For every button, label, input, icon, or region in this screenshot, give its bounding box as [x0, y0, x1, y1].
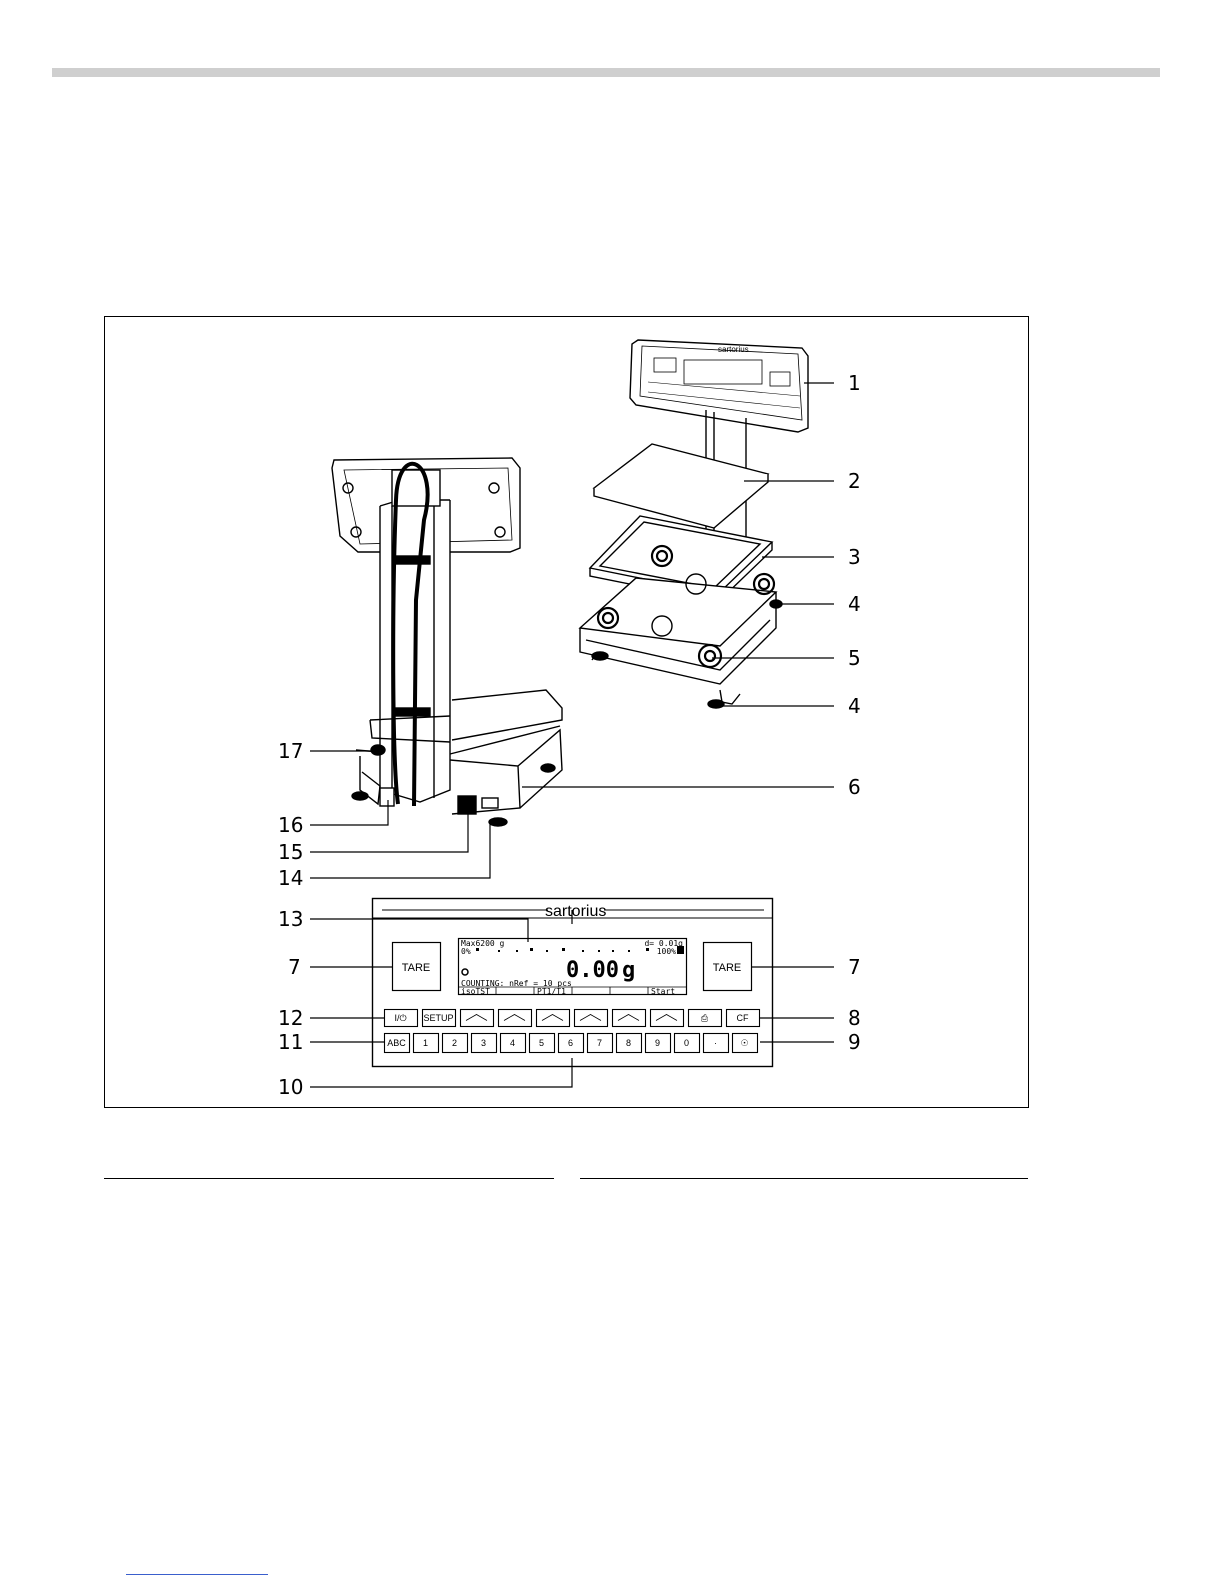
- panel-key[interactable]: [575, 1010, 608, 1027]
- lcd-unit: g: [622, 958, 635, 983]
- panel-key-frame: [537, 1010, 570, 1027]
- callout-5: 5: [848, 646, 861, 670]
- panel-key-label: I/⏻: [394, 1013, 406, 1023]
- panel-key[interactable]: 2: [443, 1034, 468, 1053]
- callout-3: 3: [848, 545, 861, 569]
- exploded-scale: sartorius: [580, 340, 808, 708]
- callout-12: 12: [278, 1006, 303, 1030]
- callout-9: 9: [848, 1030, 861, 1054]
- panel-key[interactable]: 3: [472, 1034, 497, 1053]
- rear-view-scale: [332, 458, 562, 826]
- panel-key[interactable]: [499, 1010, 532, 1027]
- callout-7-right: 7: [848, 955, 861, 979]
- panel-key-label: ⎙: [701, 1013, 709, 1023]
- panel-key-label: 3: [481, 1038, 486, 1048]
- panel-key-label: 0: [684, 1038, 689, 1048]
- callout-7-left: 7: [288, 955, 301, 979]
- tare-label-left: TARE: [402, 962, 431, 974]
- panel-key-frame: [499, 1010, 532, 1027]
- panel-key-label: 7: [597, 1038, 602, 1048]
- callout-16: 16: [278, 813, 303, 837]
- callout-13: 13: [278, 907, 303, 931]
- panel-key-label: 4: [510, 1038, 515, 1048]
- panel-key[interactable]: ☉: [733, 1034, 758, 1053]
- panel-key[interactable]: ·: [704, 1034, 729, 1053]
- svg-text:sartorius: sartorius: [718, 345, 749, 354]
- panel-key[interactable]: ABC: [385, 1034, 410, 1053]
- footer-rule-right: [580, 1178, 1028, 1179]
- panel-key[interactable]: 9: [646, 1034, 671, 1053]
- callout-6: 6: [848, 775, 861, 799]
- panel-key-label: 2: [452, 1038, 457, 1048]
- lcd-reading: 0.00: [566, 958, 619, 983]
- panel-key[interactable]: SETUP: [423, 1010, 456, 1027]
- panel-key[interactable]: [613, 1010, 646, 1027]
- lcd-softkey-label: PT1/T1: [537, 987, 566, 996]
- panel-brand: sartorius: [545, 903, 606, 920]
- tare-label-right: TARE: [713, 962, 742, 974]
- panel-key[interactable]: 1: [414, 1034, 439, 1053]
- callout-1: 1: [848, 371, 861, 395]
- callout-14: 14: [278, 866, 303, 890]
- panel-key[interactable]: 0: [675, 1034, 700, 1053]
- callout-4b: 4: [848, 694, 861, 718]
- panel-key-frame: [651, 1010, 684, 1027]
- panel-key-label: CF: [737, 1013, 749, 1023]
- panel-key-label: ABC: [387, 1038, 406, 1048]
- panel-key[interactable]: 5: [530, 1034, 555, 1053]
- panel-key-label: SETUP: [423, 1013, 453, 1023]
- panel-key[interactable]: [537, 1010, 570, 1027]
- panel-key[interactable]: I/⏻: [385, 1010, 418, 1027]
- panel-key-frame: [461, 1010, 494, 1027]
- lcd-bar-left: 0%: [461, 947, 471, 956]
- panel-key[interactable]: 6: [559, 1034, 584, 1053]
- panel-key[interactable]: [651, 1010, 684, 1027]
- footer-rule-left: [104, 1178, 554, 1179]
- callout-11: 11: [278, 1030, 303, 1054]
- panel-key-frame: [613, 1010, 646, 1027]
- panel-key-label: ·: [714, 1038, 717, 1048]
- panel-key-label: 6: [568, 1038, 573, 1048]
- lcd-softkey-label: Start: [651, 987, 675, 996]
- callout-8: 8: [848, 1006, 861, 1030]
- panel-key[interactable]: [461, 1010, 494, 1027]
- callout-10: 10: [278, 1075, 303, 1099]
- callout-17: 17: [278, 739, 303, 763]
- panel-key[interactable]: ⎙: [689, 1010, 722, 1027]
- panel-key-label: 8: [626, 1038, 631, 1048]
- lcd-softkey-label: isoTST: [461, 987, 490, 996]
- callout-15: 15: [278, 840, 303, 864]
- panel-key-label: 9: [655, 1038, 660, 1048]
- panel-key[interactable]: 8: [617, 1034, 642, 1053]
- panel-key-frame: [575, 1010, 608, 1027]
- callout-2: 2: [848, 469, 861, 493]
- panel-key-label: 5: [539, 1038, 544, 1048]
- panel-key-label: ☉: [740, 1038, 748, 1048]
- footer-link-underline: [126, 1574, 268, 1575]
- panel-key[interactable]: 7: [588, 1034, 613, 1053]
- panel-key[interactable]: 4: [501, 1034, 526, 1053]
- lcd-bar-right: 100%: [657, 947, 676, 956]
- panel-key[interactable]: CF: [727, 1010, 760, 1027]
- callout-4a: 4: [848, 592, 861, 616]
- panel-key-label: 1: [423, 1038, 428, 1048]
